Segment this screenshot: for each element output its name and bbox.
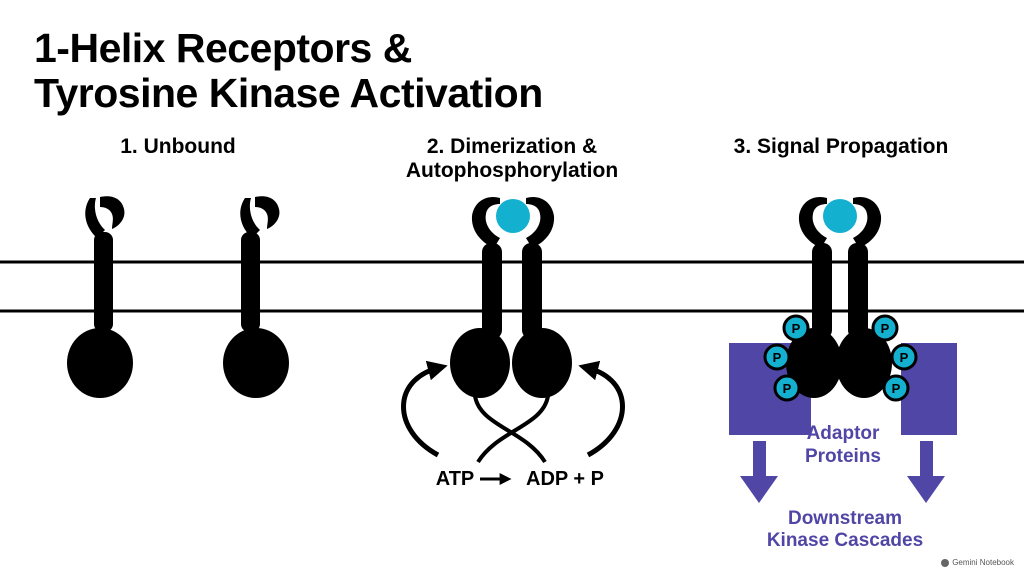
svg-text:P: P: [773, 350, 782, 365]
phosphate-group: P: [763, 343, 791, 371]
adaptor-label-line-1: Adaptor: [807, 423, 880, 444]
signal-receptor-right: [836, 196, 892, 398]
adaptor-label-line-2: Proteins: [805, 446, 881, 467]
dimer-receptor-left: [450, 196, 510, 398]
panel-2-title: 2. Dimerization & Autophosphorylation: [362, 135, 662, 183]
phosphate-group: P: [890, 343, 918, 371]
phosphate-group: P: [882, 374, 910, 402]
watermark-text: Gemini Notebook: [952, 558, 1014, 567]
unbound-receptor-right: [223, 196, 289, 398]
phosphate-group: P: [871, 314, 899, 342]
svg-text:P: P: [783, 381, 792, 396]
atp-label: ATP: [436, 468, 475, 490]
title-line-1: 1-Helix Receptors &: [34, 25, 412, 71]
downstream-label-line-1: Downstream: [788, 508, 902, 529]
unbound-receptor-left: [67, 196, 133, 398]
svg-text:P: P: [900, 350, 909, 365]
autophosphorylation-cross-right: [476, 395, 550, 464]
curved-arrow-left: [401, 360, 448, 458]
panel-3-title: 3. Signal Propagation: [733, 135, 949, 158]
dimer-receptor-right: [512, 196, 572, 398]
notebook-logo-icon: [941, 558, 950, 567]
autophosphorylation-cross-left: [473, 395, 547, 464]
diagram-title: 1-Helix Receptors & Tyrosine Kinase Acti…: [34, 26, 543, 116]
adp-label: ADP + P: [526, 468, 604, 490]
downstream-arrow-right: [907, 441, 945, 503]
watermark: Gemini Notebook: [941, 558, 1014, 567]
ligand-dimerization: [496, 199, 530, 233]
downstream-arrow-left: [740, 441, 778, 503]
downstream-label-line-2: Kinase Cascades: [767, 530, 923, 551]
svg-text:P: P: [792, 321, 801, 336]
title-line-2: Tyrosine Kinase Activation: [34, 70, 543, 116]
curved-arrow-right: [578, 360, 625, 458]
panel-2-title-line-1: 2. Dimerization &: [426, 135, 598, 158]
phosphate-group: P: [773, 374, 801, 402]
ligand-signal: [823, 199, 857, 233]
phosphate-group: P: [782, 314, 810, 342]
signal-receptor-left: [786, 196, 842, 398]
svg-text:P: P: [892, 381, 901, 396]
panel-1-title: 1. Unbound: [120, 135, 236, 158]
panel-2-title-line-2: Autophosphorylation: [405, 159, 619, 182]
svg-text:P: P: [881, 321, 890, 336]
